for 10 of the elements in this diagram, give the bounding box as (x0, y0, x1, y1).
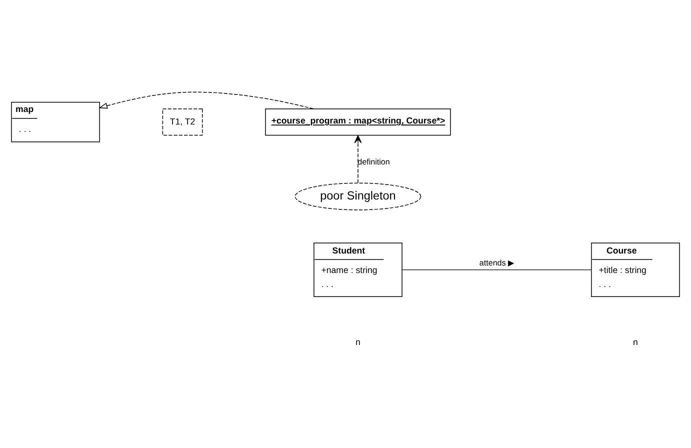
edge-label: definition (358, 157, 390, 166)
node-box: T1, T2 (162, 108, 203, 136)
arrow (98, 92, 314, 110)
edge-label: attends ▶ (479, 258, 514, 268)
node-ellipse: poor Singleton (294, 182, 422, 210)
arrow (354, 135, 362, 184)
label: n (356, 337, 360, 348)
label: n (633, 337, 638, 348)
connector (402, 269, 592, 270)
node-box: +course_program : map<string, Course*> (265, 108, 451, 136)
